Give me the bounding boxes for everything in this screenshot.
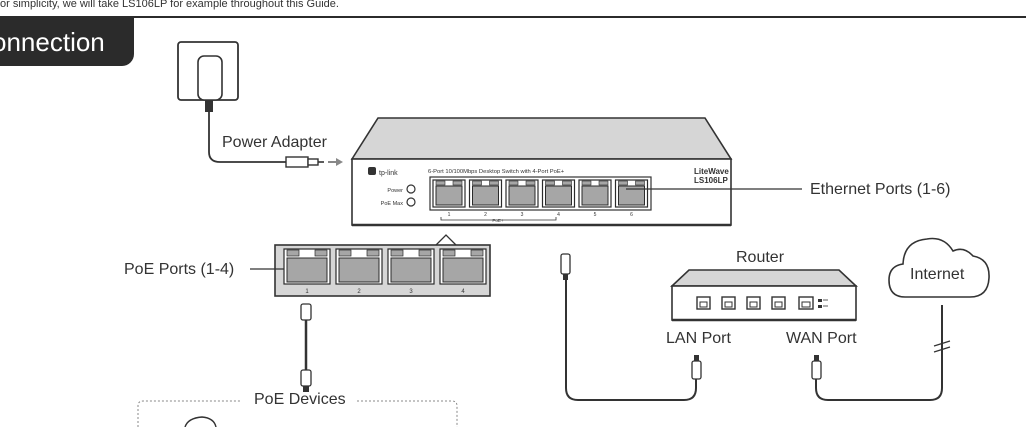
- power-adapter-icon: [177, 41, 343, 168]
- switch-port-2: 2: [468, 179, 503, 218]
- switch-port-number: 4: [557, 212, 560, 218]
- section-title: onnection: [0, 27, 105, 57]
- lan-cable: [560, 253, 702, 401]
- section-tab: onnection: [0, 18, 134, 66]
- header-rule: [0, 16, 1026, 18]
- led-label-power: Power: [387, 188, 403, 194]
- label-router: Router: [736, 249, 785, 266]
- label-poe-devices: PoE Devices: [254, 391, 346, 408]
- wan-cable: [811, 305, 951, 401]
- poe-zoom-port-number: 4: [461, 289, 465, 295]
- switch-port-6: 6: [614, 179, 649, 218]
- switch-port-number: 3: [521, 212, 524, 218]
- poe-zoom-port-2: 2: [335, 248, 383, 295]
- switch-model: LS106LP: [694, 176, 728, 185]
- switch-series: LiteWave: [694, 167, 729, 176]
- label-ethernet-ports: Ethernet Ports (1-6): [810, 181, 951, 198]
- poe-zoom-port-1: 1: [283, 248, 331, 295]
- poe-zoom-port-number: 1: [305, 289, 309, 295]
- router-device: [669, 269, 859, 322]
- label-power-adapter: Power Adapter: [222, 134, 327, 151]
- switch-port-number: 5: [594, 212, 597, 218]
- switch-port-number: 6: [630, 212, 633, 218]
- poe-group-label: PoE+: [492, 218, 504, 223]
- led-label-poe-max: PoE Max: [381, 201, 404, 207]
- label-poe-ports: PoE Ports (1-4): [124, 261, 235, 278]
- switch-ports: 1 2 3 4 5 6: [432, 179, 649, 218]
- poe-zoom-ports: 1 2 3 4: [283, 248, 487, 295]
- label-lan-port: LAN Port: [666, 330, 731, 347]
- switch-port-number: 2: [484, 212, 487, 218]
- poe-zoom-port-4: 4: [439, 248, 487, 295]
- intro-text: or simplicity, we will take LS106LP for …: [0, 0, 339, 10]
- switch-port-number: 1: [448, 212, 451, 218]
- switch-device: [350, 117, 733, 227]
- switch-brand: tp-link: [379, 170, 398, 177]
- poe-cable: [300, 303, 312, 392]
- poe-device-icon: [184, 416, 217, 427]
- poe-zoom-port-3: 3: [387, 248, 435, 295]
- label-wan-port: WAN Port: [786, 330, 857, 347]
- poe-max-led-icon: [406, 197, 416, 207]
- switch-port-4: 4: [541, 179, 576, 218]
- switch-port-3: 3: [505, 179, 539, 218]
- poe-devices-box: [137, 400, 458, 427]
- tp-link-logo-icon: [368, 167, 376, 175]
- poe-zoom-port-number: 2: [357, 289, 361, 295]
- internet-cloud-icon: [888, 237, 990, 298]
- poe-zoom-port-number: 3: [409, 289, 413, 295]
- switch-port-5: 5: [578, 179, 612, 218]
- switch-port-1: 1: [432, 179, 466, 218]
- switch-description: 6-Port 10/100Mbps Desktop Switch with 4-…: [428, 169, 565, 175]
- power-led-icon: [406, 184, 416, 194]
- label-internet: Internet: [910, 266, 965, 283]
